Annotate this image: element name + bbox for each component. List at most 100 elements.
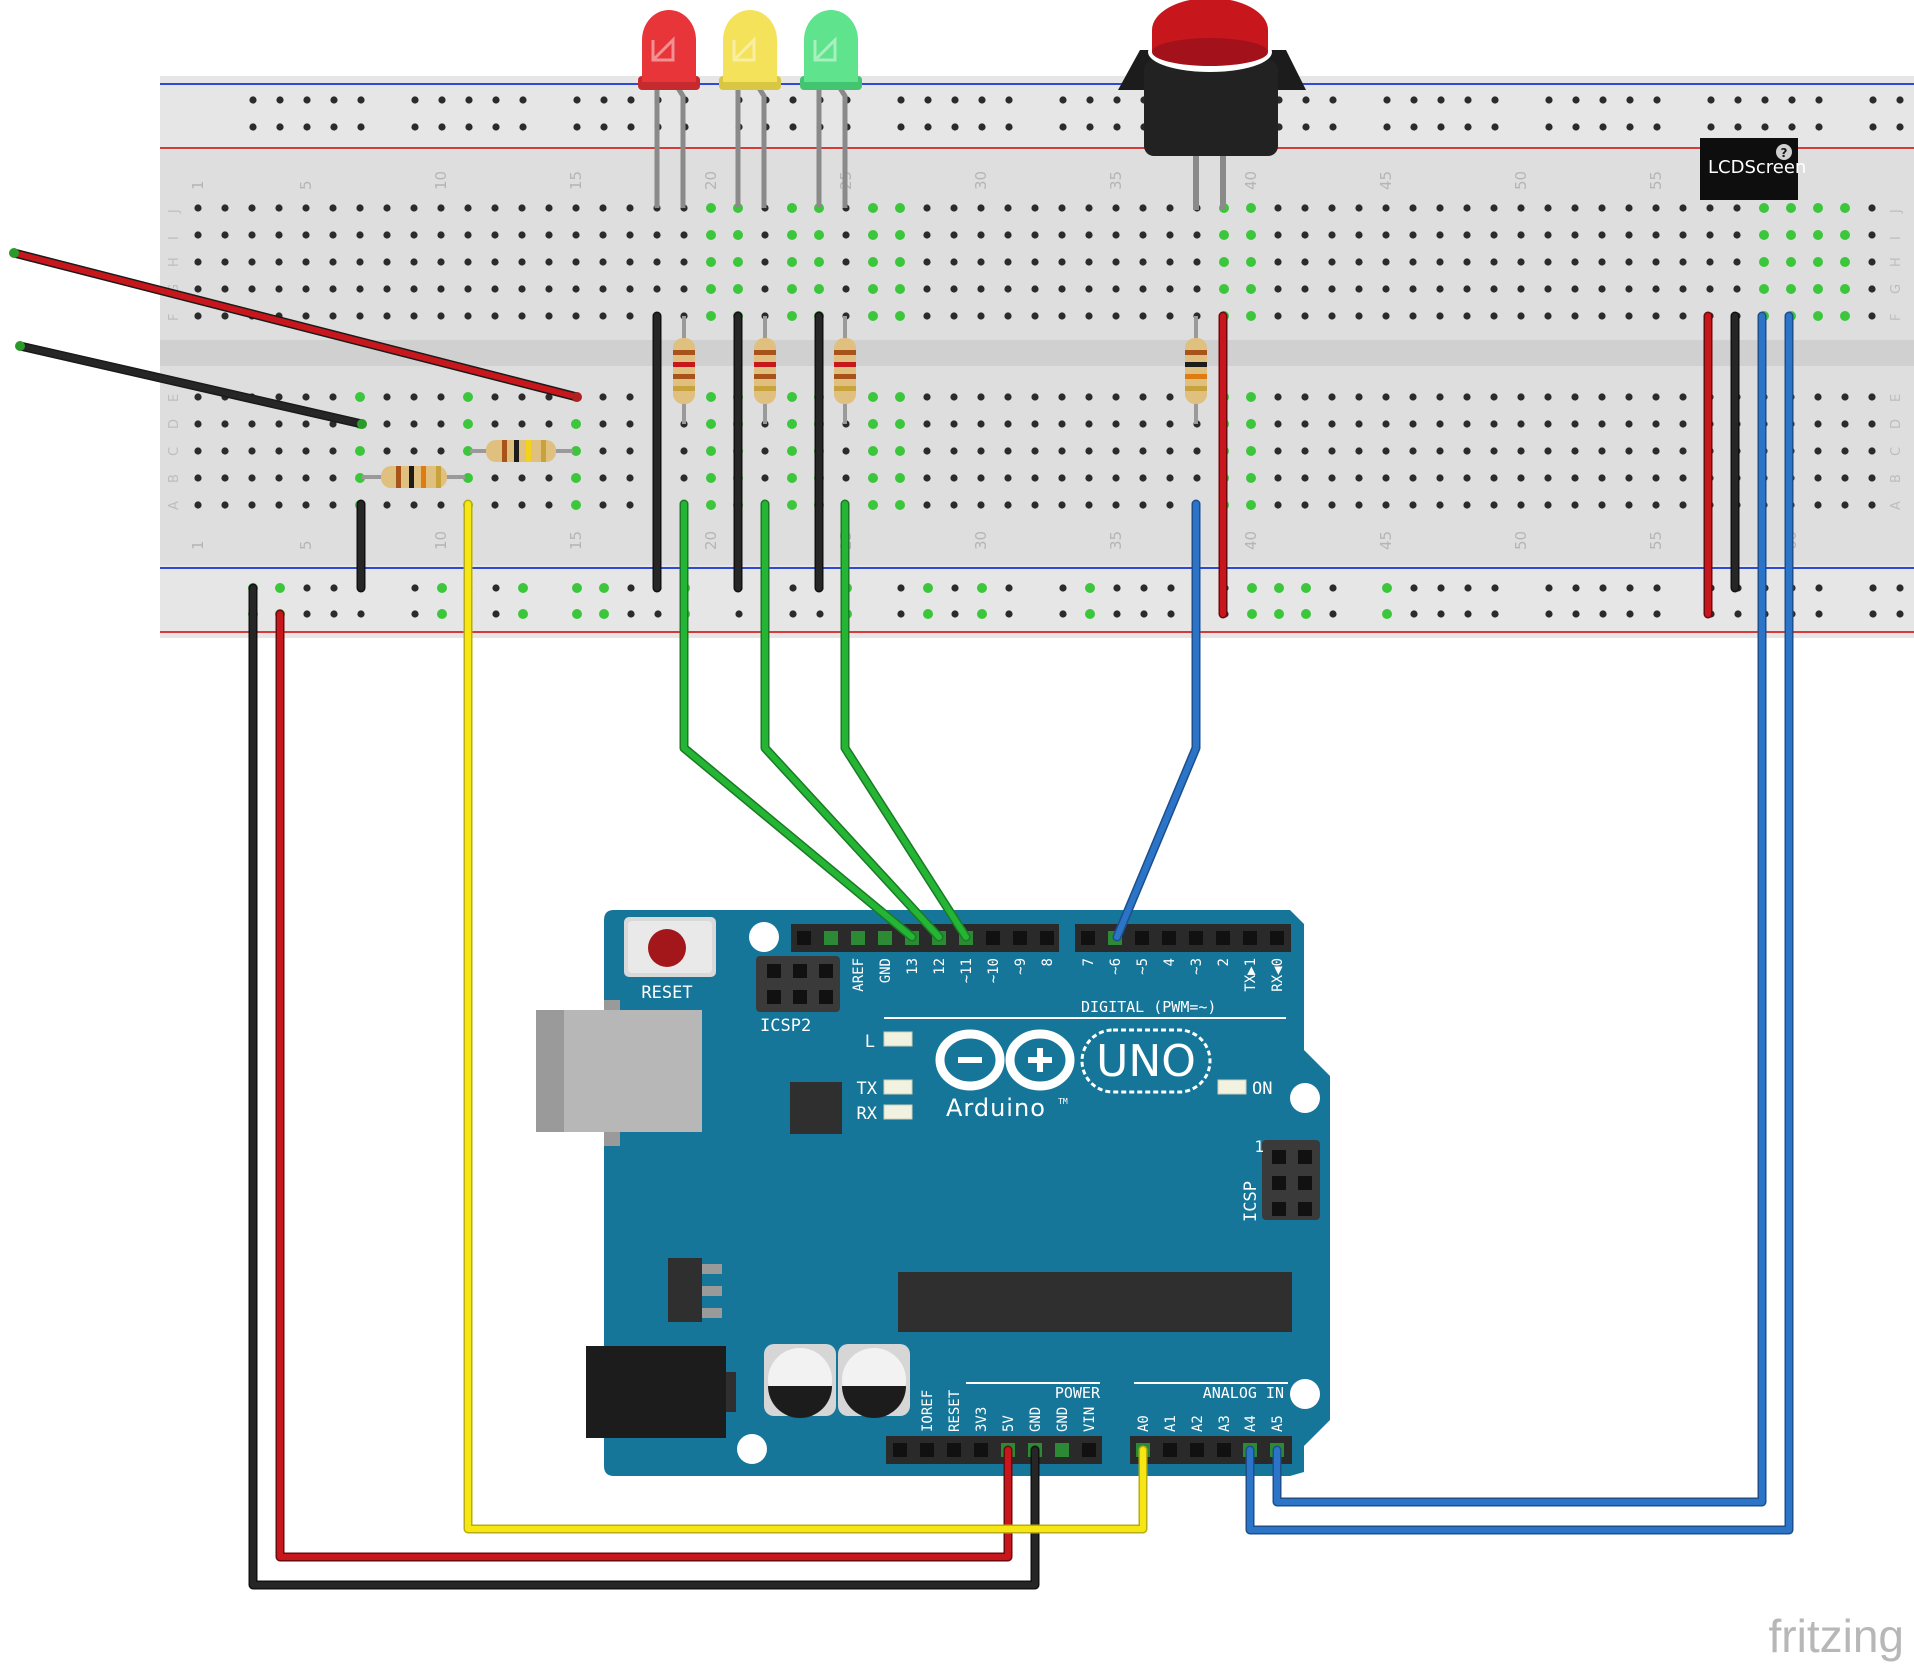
breadboard-hole [1813, 284, 1823, 294]
wire-yellow-a0-core [465, 501, 1146, 1532]
power-header [886, 1436, 1102, 1464]
breadboard-hole [221, 501, 229, 509]
breadboard-hole [1868, 474, 1876, 482]
breadboard-hole [842, 285, 850, 293]
breadboard-hole [1058, 447, 1066, 455]
breadboard-hole [410, 204, 418, 212]
breadboard-hole [1625, 231, 1633, 239]
breadboard-hole [868, 257, 878, 267]
breadboard-hole [356, 204, 364, 212]
breadboard-hole [1274, 312, 1282, 320]
breadboard-hole [1841, 393, 1849, 401]
breadboard-hole [1058, 501, 1066, 509]
reset-button[interactable] [648, 929, 686, 967]
breadboard-hole [787, 473, 797, 483]
breadboard-hole [1382, 285, 1390, 293]
breadboard-hole [248, 420, 256, 428]
breadboard-hole [194, 285, 202, 293]
breadboard-hole [194, 420, 202, 428]
icsp-pin [1298, 1176, 1312, 1190]
icsp-pin [1272, 1150, 1286, 1164]
breadboard-hole [383, 285, 391, 293]
breadboard-hole [356, 231, 364, 239]
push-button[interactable] [1118, 0, 1306, 210]
breadboard-hole [1490, 420, 1498, 428]
breadboard-hole [1786, 257, 1796, 267]
breadboard-hole [1625, 285, 1633, 293]
regulator-pin [702, 1308, 722, 1318]
icsp-pin [1272, 1202, 1286, 1216]
breadboard-hole [868, 284, 878, 294]
breadboard-hole [356, 258, 364, 266]
breadboard-hole [950, 420, 958, 428]
breadboard-hole [1463, 501, 1471, 509]
breadboard-hole [1112, 312, 1120, 320]
row-letter: G [1889, 284, 1904, 294]
icsp2-pins [767, 964, 833, 1004]
breadboard-hole [1652, 447, 1660, 455]
breadboard-hole [950, 231, 958, 239]
breadboard-hole [1436, 231, 1444, 239]
breadboard-hole [814, 257, 824, 267]
breadboard-hole [1841, 474, 1849, 482]
rail-hole [249, 123, 257, 131]
breadboard-hole [355, 446, 365, 456]
breadboard-hole [1166, 447, 1174, 455]
breadboard-hole [1841, 420, 1849, 428]
breadboard-hole [1544, 420, 1552, 428]
row-letter: C [167, 447, 182, 456]
breadboard-hole [1625, 420, 1633, 428]
breadboard-hole [545, 231, 553, 239]
breadboard-hole [733, 230, 743, 240]
breadboard-hole [1301, 393, 1309, 401]
breadboard-hole [1004, 501, 1012, 509]
breadboard-hole [1382, 258, 1390, 266]
digital-pin-label: ~11 [959, 958, 975, 983]
breadboard-hole [1517, 501, 1525, 509]
rail-hole [923, 583, 933, 593]
breadboard-hole [1409, 393, 1417, 401]
row-letter: G [167, 284, 182, 294]
breadboard-hole [545, 258, 553, 266]
lcd-help-icon: ? [1781, 146, 1788, 160]
rail-hole [518, 583, 528, 593]
breadboard-hole [1868, 285, 1876, 293]
breadboard-hole [1274, 420, 1282, 428]
breadboard-hole [1328, 474, 1336, 482]
rail-hole [1653, 610, 1661, 618]
breadboard-hole [1355, 285, 1363, 293]
breadboard-hole [1463, 231, 1471, 239]
rail-hole [1383, 123, 1391, 131]
row-letter: F [167, 314, 182, 321]
rail-hole [816, 610, 824, 618]
breadboard-hole [1436, 501, 1444, 509]
breadboard-hole [1031, 393, 1039, 401]
breadboard-hole [706, 203, 716, 213]
breadboard-hole [977, 285, 985, 293]
breadboard-hole [599, 258, 607, 266]
breadboard-hole [355, 392, 365, 402]
breadboard-hole [1112, 474, 1120, 482]
rail-hole [1869, 123, 1877, 131]
breadboard-hole [787, 446, 797, 456]
breadboard-hole [221, 285, 229, 293]
digital-pin-label: ~6 [1108, 958, 1124, 975]
breadboard-hole [545, 285, 553, 293]
breadboard-hole [1840, 257, 1850, 267]
breadboard-hole [1301, 231, 1309, 239]
breadboard-hole [1139, 312, 1147, 320]
breadboard-hole [1219, 230, 1229, 240]
breadboard-hole [302, 231, 310, 239]
breadboard-hole [1031, 447, 1039, 455]
uno-model-label: UNO [1096, 1036, 1196, 1087]
breadboard-hole [1004, 258, 1012, 266]
breadboard-hole [383, 204, 391, 212]
rail-hole [1788, 123, 1796, 131]
rail-hole [1005, 123, 1013, 131]
rail-hole [1545, 123, 1553, 131]
column-number: 40 [1242, 531, 1260, 550]
header-pin [974, 1443, 988, 1457]
rail-hole [1869, 584, 1877, 592]
